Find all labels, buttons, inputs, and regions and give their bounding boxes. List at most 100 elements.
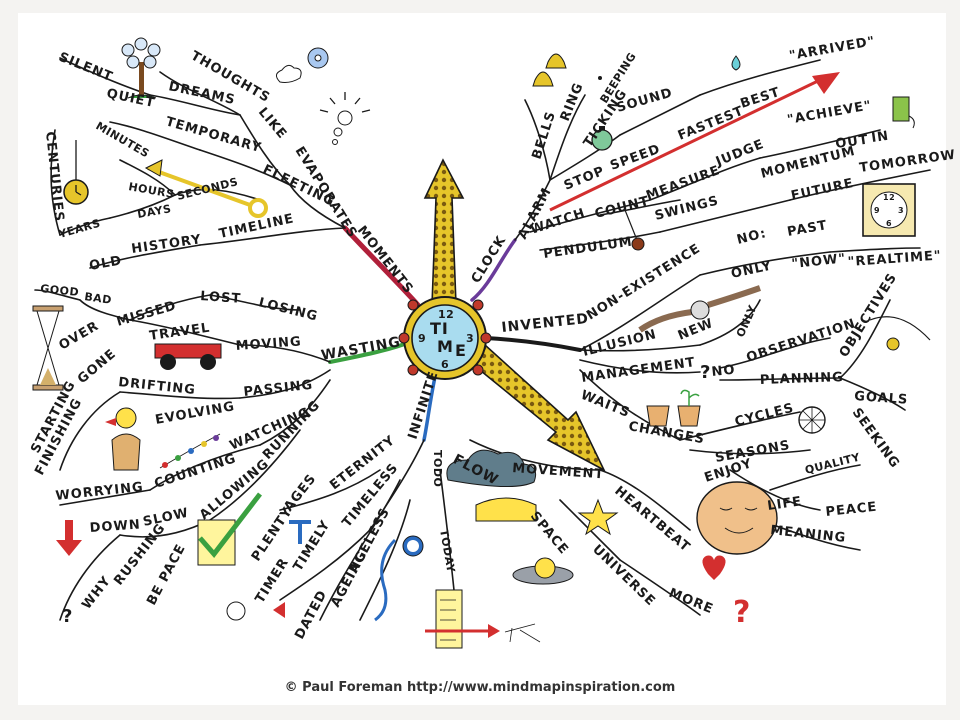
label-fastest: FASTEST [676, 104, 746, 144]
clock-hand-arrow-icon [144, 159, 268, 218]
label-travel: TRAVEL [148, 321, 211, 344]
label-down: DOWN [89, 517, 141, 536]
clock-digit-9: 9 [418, 332, 426, 345]
flag-icon [892, 96, 915, 129]
label-like: LIKE [255, 105, 290, 142]
wristwatch-icon [638, 285, 761, 333]
tiny-clock-icon [226, 601, 246, 621]
label-old: OLD [88, 253, 123, 274]
label-bad: BAD [84, 290, 113, 307]
label-counting: COUNTING [153, 451, 239, 492]
checkmark-icon [197, 492, 262, 566]
label-only2: ONLY [734, 303, 760, 340]
label-dated: DATED [292, 588, 330, 642]
cloud-sun-icon [446, 449, 537, 522]
face-icon [696, 481, 778, 555]
label-evolving: EVOLVING [154, 399, 236, 428]
label-centuries: CENTURIES [42, 131, 66, 223]
label-today: TODAY [437, 528, 458, 574]
heart-icon [702, 555, 726, 580]
label-cycles: CYCLES [733, 401, 795, 430]
label-peace: PEACE [825, 500, 878, 520]
label-quiet: QUIET [105, 86, 156, 111]
label-ring: RING [558, 80, 587, 123]
center-e: E [455, 341, 467, 360]
label-over: OVER [57, 319, 102, 354]
label-moving: MOVING [235, 334, 302, 354]
blue-t-icon [289, 520, 311, 544]
label-history: HISTORY [130, 232, 202, 257]
label-past: PAST [786, 218, 829, 240]
label-invented: INVENTED [501, 311, 590, 336]
label-no: NO: [735, 226, 768, 248]
label-losing: LOSING [257, 295, 319, 324]
label-now: "NOW" [791, 251, 847, 272]
red-arrow-left-icon [273, 602, 285, 618]
left-lines [34, 289, 331, 621]
label-todo: TODO [431, 450, 444, 487]
pocket-watch-icon [63, 140, 89, 205]
pots-icon [646, 389, 701, 427]
label-meaning: MEANING [770, 523, 847, 546]
star-icon [577, 498, 619, 536]
drop-icon [731, 55, 741, 71]
main-branches [328, 225, 582, 442]
speed-arrow-icon [549, 72, 840, 212]
label-timely: TIMELY [291, 518, 334, 574]
label-illusion: ILLUSION [581, 327, 658, 360]
label-out: OUT [834, 132, 869, 152]
wheel-icon [798, 406, 826, 434]
label-realtime: "REALTIME" [847, 248, 942, 270]
svg-text:9: 9 [874, 206, 880, 215]
label-management: MANAGEMENT [580, 355, 696, 386]
tree-icon [121, 37, 161, 99]
label-infinite: INFINITE [406, 369, 442, 441]
label-why: WHY [79, 574, 114, 613]
label-moments: MOMENTS [354, 223, 416, 297]
svg-text:6: 6 [886, 219, 892, 228]
clock-digit-6: 6 [441, 358, 449, 371]
upper-left-lines [50, 57, 346, 269]
label-plenty: PLENTY [249, 505, 296, 565]
label-question-left: ? [62, 606, 73, 627]
planet-icon [512, 557, 574, 585]
label-goals: GOALS [854, 389, 909, 408]
pendulum-icon [624, 209, 645, 251]
label-days: DAYS [136, 202, 172, 221]
stopwatch-icon [591, 126, 613, 151]
label-movement: MOVEMENT [512, 461, 605, 482]
label-only: ONLY [730, 259, 774, 282]
label-lost: LOST [200, 289, 242, 307]
label-heartbeat: HEARTBEAT [611, 484, 693, 556]
hourglass-icon [32, 305, 64, 391]
label-pendulum: PENDULUM [542, 235, 633, 262]
label-silent: SILENT [57, 50, 116, 85]
label-no2: NO [711, 363, 736, 380]
label-space: SPACE [527, 509, 571, 558]
label-observation: OBSERVATION [745, 316, 858, 366]
svg-text:12: 12 [883, 193, 895, 202]
label-quality: QUALITY [804, 450, 863, 476]
label-worrying: WORRYING [55, 480, 145, 504]
label-slow: SLOW [142, 506, 191, 530]
down-arrow-icon [56, 520, 82, 556]
label-in: IN [870, 129, 890, 146]
question-mark-icon: ? [733, 595, 750, 630]
right-lines [579, 299, 906, 551]
label-good: GOOD [40, 282, 80, 299]
label-temporary: TEMPORARY [164, 114, 263, 156]
central-clock: 12 3 6 9 TI M E [398, 296, 492, 380]
chick-icon [105, 407, 141, 471]
upper-right-lines [514, 59, 931, 351]
credit-line: © Paul Foreman http://www.mindmapinspira… [284, 680, 676, 695]
wall-clock-small-icon [402, 535, 424, 557]
clock-digit-3: 3 [466, 332, 474, 345]
label-life: LIFE [766, 494, 803, 514]
label-ageing: AGEING [328, 548, 370, 610]
snake-clock-icon [374, 538, 397, 622]
label-gone: GONE [75, 346, 119, 387]
down-right-arrow [468, 343, 606, 472]
beads-icon [159, 433, 221, 469]
target-net-icon [869, 316, 931, 351]
